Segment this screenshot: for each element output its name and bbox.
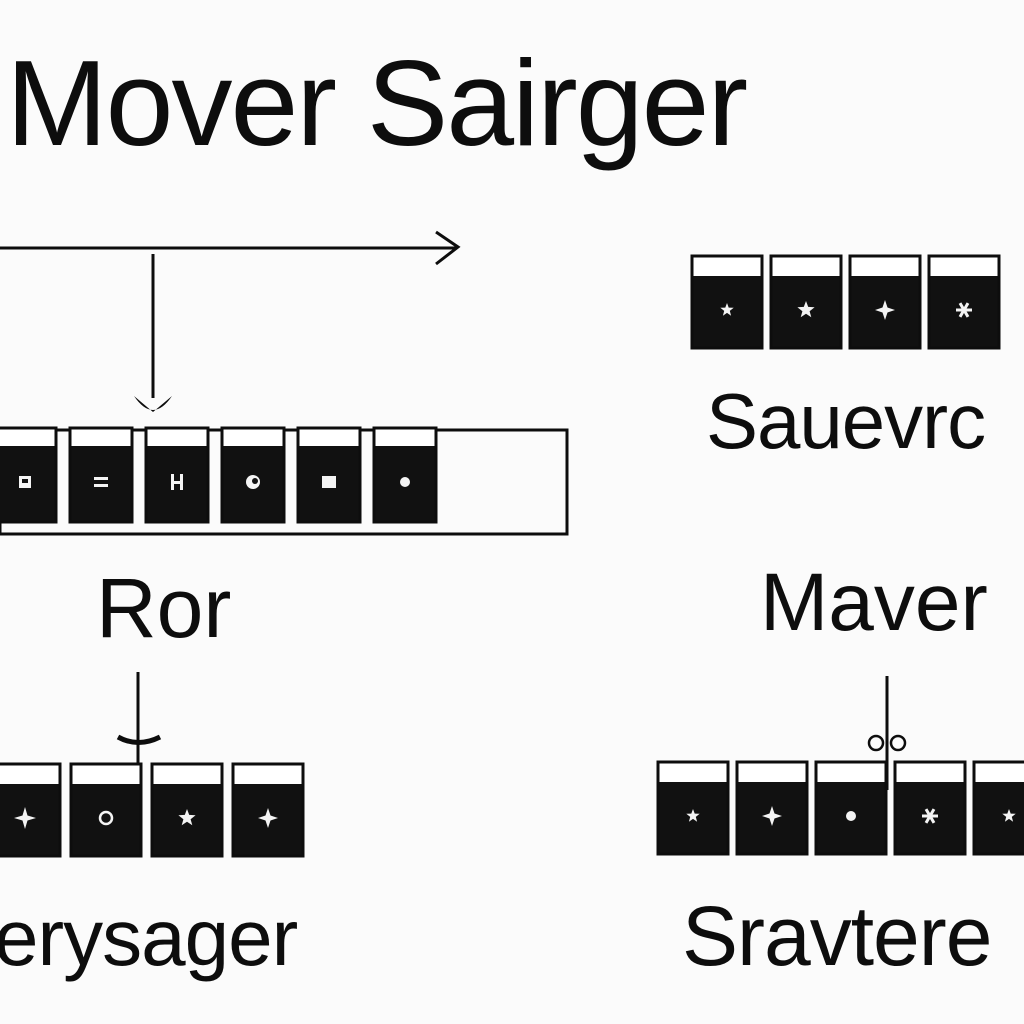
- label-sravtere: Sravtere: [682, 889, 992, 983]
- key-row-top-right: [690, 254, 1001, 350]
- dot-icon: [400, 477, 410, 487]
- key-row-bottom-left: [0, 762, 305, 858]
- diagram-title: Mover Sairger: [6, 35, 748, 171]
- key: [68, 426, 134, 524]
- star-small-icon: [720, 303, 734, 316]
- key: [231, 762, 305, 858]
- key: [69, 762, 143, 858]
- block-icon: [322, 476, 336, 488]
- key: [296, 426, 362, 524]
- horizontal-arrow: [0, 230, 461, 266]
- ring-icon: [98, 810, 114, 826]
- key: [220, 426, 286, 524]
- key: [372, 426, 438, 524]
- label-erysager: erysager: [0, 893, 298, 982]
- key: [814, 760, 888, 856]
- key: [0, 762, 62, 858]
- label-ror: Ror: [96, 561, 232, 655]
- robot-icon: [19, 476, 31, 488]
- key: [656, 760, 730, 856]
- key-face: [71, 446, 131, 521]
- key: [927, 254, 1001, 350]
- key: [150, 762, 224, 858]
- key: [769, 254, 843, 350]
- sparkle-icon: [875, 300, 895, 320]
- h-icon: [171, 474, 183, 490]
- key: [0, 426, 58, 524]
- equals-icon: [94, 477, 108, 487]
- key-row-bottom-right: [656, 760, 1024, 856]
- key-face: [72, 784, 140, 855]
- asterisk-icon: [922, 808, 938, 824]
- star-small-icon: [1002, 809, 1016, 822]
- key-face: [975, 782, 1024, 853]
- key: [144, 426, 210, 524]
- label-saueverc: Sauevrc: [706, 377, 986, 465]
- vertical-arrow: [134, 254, 172, 412]
- asterisk-icon: [956, 302, 972, 318]
- label-maver: Maver: [760, 557, 988, 648]
- sparkle-icon: [762, 806, 782, 826]
- plus-star-icon: [14, 807, 36, 829]
- key: [893, 760, 967, 856]
- star-small-icon: [686, 809, 700, 822]
- key: [690, 254, 764, 350]
- key: [848, 254, 922, 350]
- star-icon: [178, 809, 196, 826]
- star-icon: [797, 301, 815, 318]
- sparkle-icon: [258, 808, 278, 828]
- key: [972, 760, 1024, 856]
- key-row-main: [0, 426, 438, 524]
- key: [735, 760, 809, 856]
- swirl-icon: [246, 475, 260, 489]
- dot-icon: [846, 811, 856, 821]
